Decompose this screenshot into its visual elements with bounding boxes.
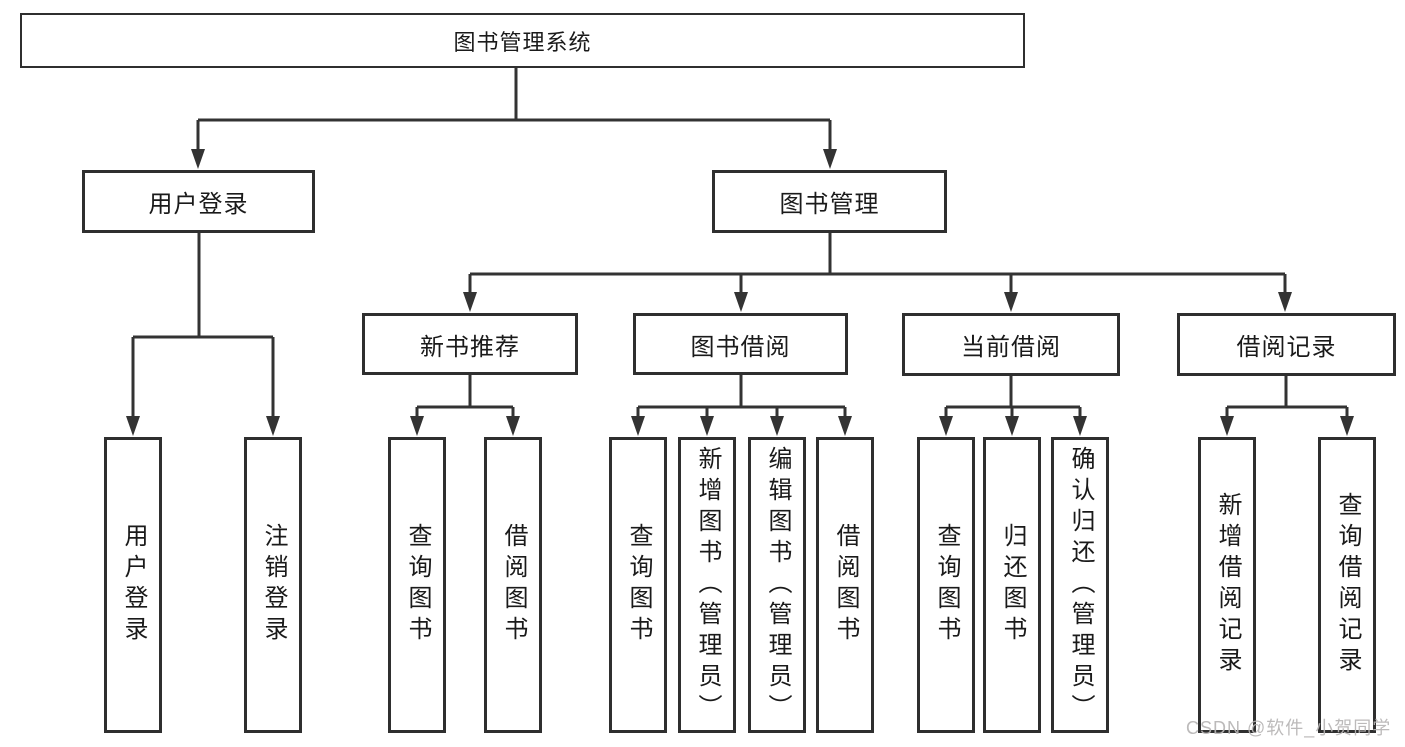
node-label: 归还图书 (999, 523, 1026, 647)
leaf-add-books-admin: 新增图书（管理员） (678, 437, 736, 733)
node-label: 查询借阅记录 (1334, 492, 1361, 678)
node-book-borrowing: 图书借阅 (633, 313, 848, 375)
node-borrowing-records: 借阅记录 (1177, 313, 1396, 376)
node-label: 确认归还（管理员） (1067, 445, 1094, 725)
node-label: 用户登录 (148, 191, 249, 218)
leaf-borrow-books-recommendation: 借阅图书 (484, 437, 542, 733)
leaf-edit-books-admin: 编辑图书（管理员） (748, 437, 806, 733)
node-label: 借阅图书 (500, 523, 527, 647)
node-user-login: 用户登录 (82, 170, 315, 233)
node-label: 新增借阅记录 (1214, 492, 1241, 678)
node-label: 编辑图书（管理员） (764, 445, 791, 725)
leaf-query-books-borrowing: 查询图书 (609, 437, 667, 733)
leaf-query-borrow-record: 查询借阅记录 (1318, 437, 1376, 733)
node-label: 新增图书（管理员） (694, 445, 721, 725)
node-label: 当前借阅 (961, 334, 1061, 361)
leaf-user-login: 用户登录 (104, 437, 162, 733)
node-book-management: 图书管理 (712, 170, 947, 233)
node-new-book-recommendation: 新书推荐 (362, 313, 578, 375)
node-label: 注销登录 (260, 523, 287, 647)
node-label: 借阅图书 (832, 523, 859, 647)
leaf-add-borrow-record: 新增借阅记录 (1198, 437, 1256, 733)
node-label: 图书借阅 (690, 333, 791, 361)
watermark: CSDN @软件_小贺同学 (1186, 718, 1392, 738)
node-library-management-system: 图书管理系统 (20, 13, 1025, 68)
leaf-return-books: 归还图书 (983, 437, 1041, 733)
node-label: 用户登录 (120, 523, 147, 647)
node-label: 查询图书 (404, 523, 431, 647)
node-label: 查询图书 (933, 523, 960, 647)
leaf-borrow-books-borrowing: 借阅图书 (816, 437, 874, 733)
node-label: 查询图书 (625, 523, 652, 647)
node-current-borrowing: 当前借阅 (902, 313, 1120, 376)
node-label: 图书管理系统 (453, 29, 592, 55)
leaf-logout-login: 注销登录 (244, 437, 302, 733)
node-label: 新书推荐 (420, 333, 520, 361)
leaf-query-books-current: 查询图书 (917, 437, 975, 733)
leaf-query-books-recommendation: 查询图书 (388, 437, 446, 733)
leaf-confirm-return-admin: 确认归还（管理员） (1051, 437, 1109, 733)
arrowheads (126, 149, 1354, 436)
node-label: 借阅记录 (1236, 334, 1337, 361)
node-label: 图书管理 (779, 191, 880, 218)
